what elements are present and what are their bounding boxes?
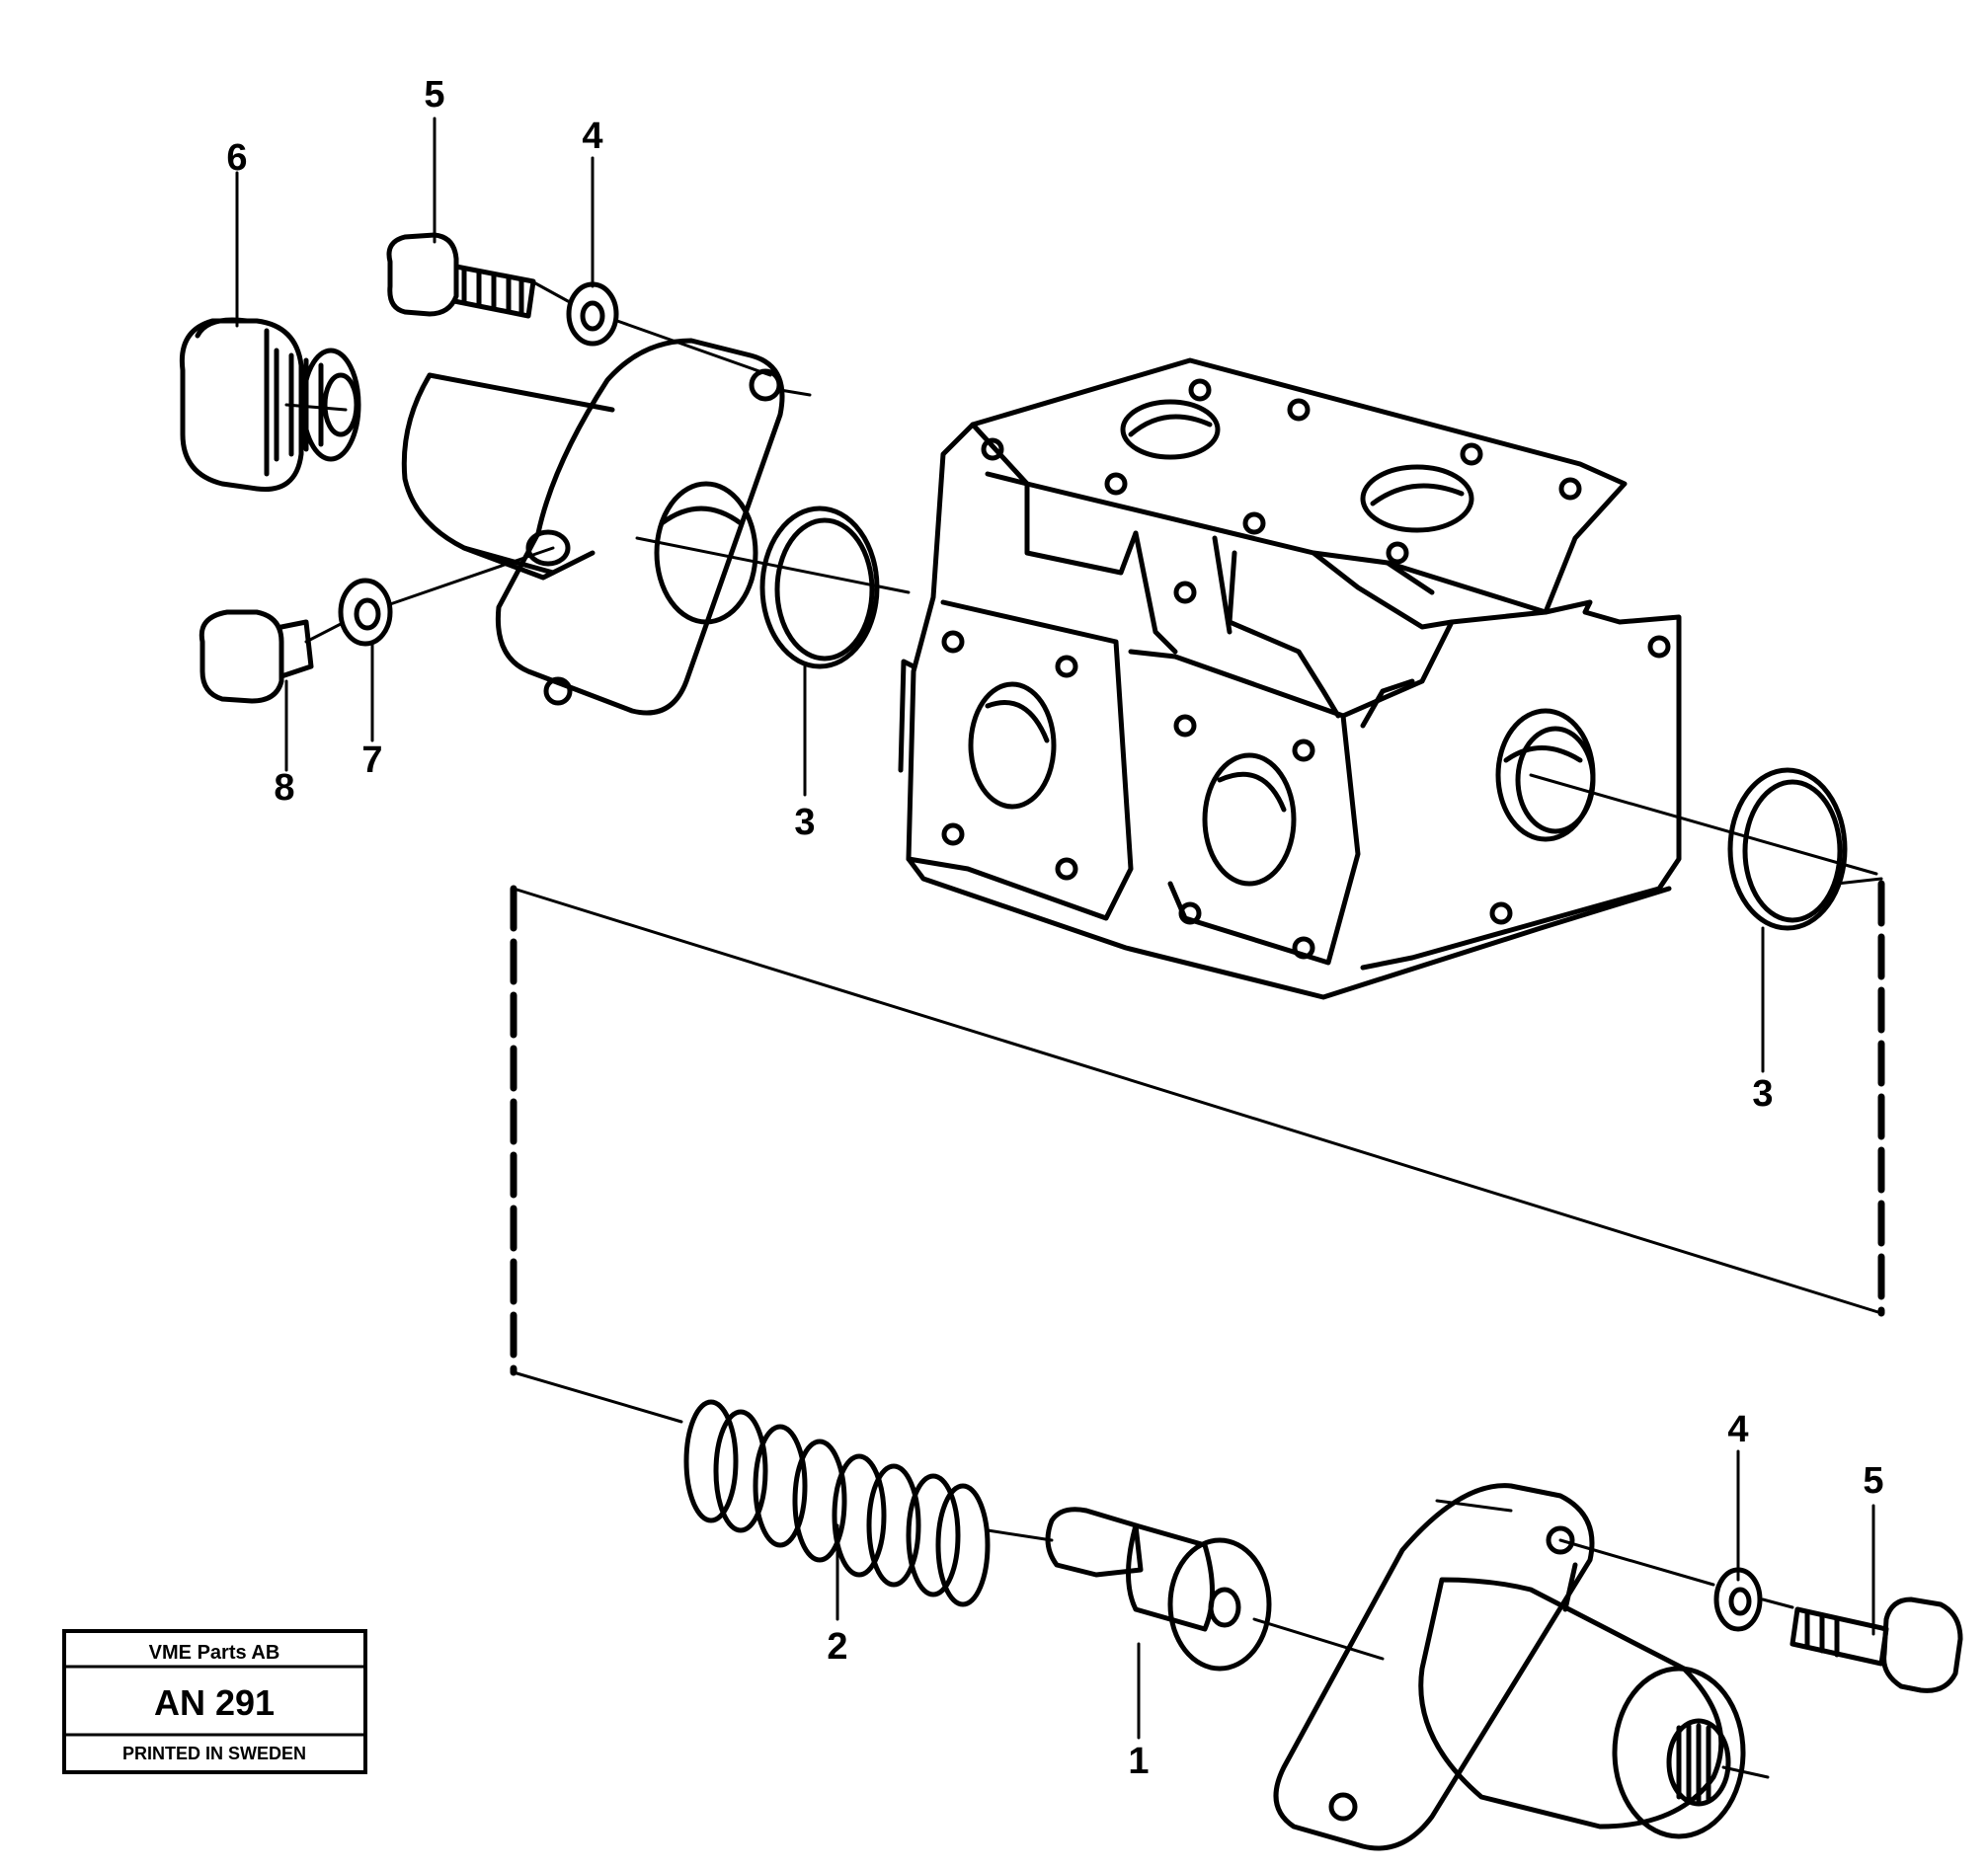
leader-lines [235,117,1875,1740]
washer-7 [338,578,393,647]
stamp-company: VME Parts AB [149,1642,280,1664]
callout-4-top: 4 [582,116,602,157]
piston [1045,1507,1272,1672]
bolt-top [386,232,536,319]
small-plug [199,609,314,704]
o-ring-right [1727,767,1848,931]
stamp-box: VME Parts AB AN 291 PRINTED IN SWEDEN [62,1629,367,1774]
callout-5-bottom: 5 [1863,1460,1883,1502]
valve-housing [898,357,1682,1000]
upper-cover [401,338,785,716]
assembly-box [510,877,1885,1424]
callout-1: 1 [1128,1741,1149,1782]
callout-labels: 5 4 6 8 7 3 3 4 5 2 1 [226,74,1883,1782]
spring [683,1399,991,1607]
lower-cover [1273,1483,1746,1851]
callout-2: 2 [827,1626,847,1668]
callout-8: 8 [274,767,294,809]
callout-4-bottom: 4 [1727,1409,1748,1450]
callout-5-top: 5 [424,74,444,116]
stamp-code: AN 291 [154,1682,275,1723]
callout-3-right: 3 [1752,1073,1773,1115]
stamp-footer: PRINTED IN SWEDEN [122,1744,306,1763]
callout-7: 7 [361,740,382,781]
bolt-bottom [1789,1596,1963,1693]
o-ring-left [759,506,880,669]
plug-nut [179,317,361,493]
callout-6: 6 [226,137,247,179]
centerlines [284,277,1878,1779]
washer-top [566,281,619,347]
callout-3-left: 3 [794,802,815,843]
